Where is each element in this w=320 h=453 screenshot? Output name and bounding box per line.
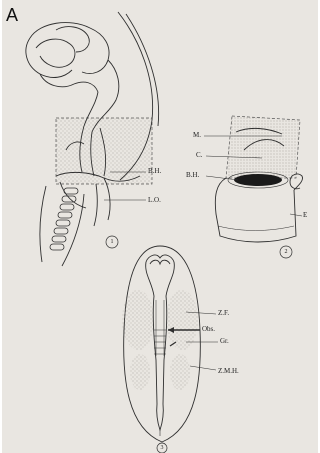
- figure-number-3: 3: [157, 445, 167, 451]
- label-lo-fig1: L.O.: [148, 197, 161, 204]
- label-obs-fig3: Obs.: [202, 326, 215, 333]
- label-m-fig2: M.: [193, 132, 201, 139]
- label-bh-fig1: B.H.: [148, 168, 161, 175]
- figure-1-embryo: [26, 12, 159, 266]
- label-zmh-fig3: Z.M.H.: [218, 368, 239, 375]
- figure-3-disc: [122, 246, 218, 453]
- figure-2-sheet: [204, 116, 303, 258]
- figure-number-2: 2: [281, 249, 291, 255]
- label-gr-fig3: Gr.: [220, 338, 229, 345]
- label-bh-fig2: B.H.: [186, 172, 199, 179]
- label-c-fig2: C.: [196, 152, 202, 159]
- figure-number-1: 1: [107, 239, 117, 245]
- panel-letter: A: [6, 6, 18, 24]
- label-zf-fig3: Z.F.: [218, 310, 229, 317]
- label-e-fig2: E: [303, 212, 307, 219]
